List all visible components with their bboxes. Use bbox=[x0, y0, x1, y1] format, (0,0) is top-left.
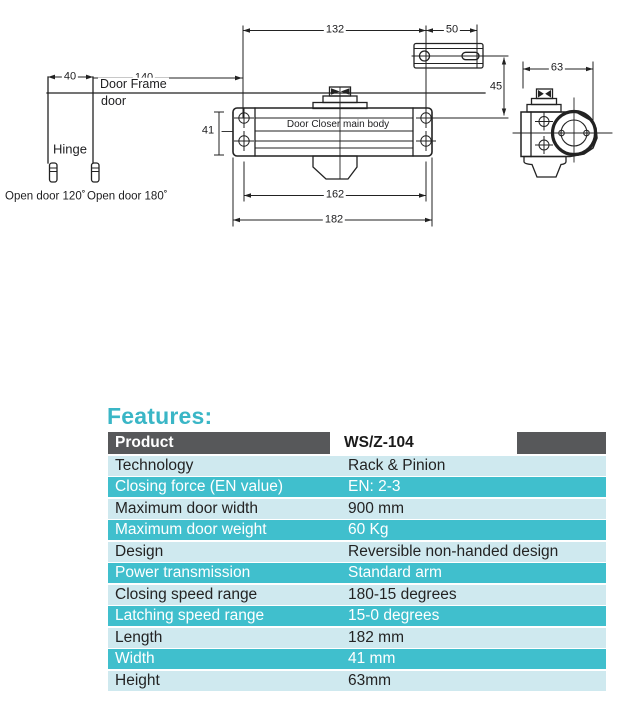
table-row: Height 63mm bbox=[108, 670, 606, 691]
diagram-linework bbox=[46, 24, 613, 227]
row-label: Latching speed range bbox=[115, 607, 265, 624]
dim-162-label: 162 bbox=[323, 188, 347, 201]
row-value: 60 Kg bbox=[348, 521, 389, 538]
door-closer-diagram: 132 50 40 140 41 162 182 45 63 Door Fram… bbox=[0, 0, 618, 300]
row-label: Closing force (EN value) bbox=[115, 478, 283, 495]
table-row: Maximum door width 900 mm bbox=[108, 498, 606, 519]
row-label: Maximum door weight bbox=[115, 521, 267, 538]
row-label: Closing speed range bbox=[115, 585, 258, 603]
dim-41-label: 41 bbox=[201, 124, 215, 137]
row-label: Maximum door width bbox=[115, 499, 258, 517]
row-label: Design bbox=[115, 542, 164, 560]
row-value: 63mm bbox=[348, 671, 392, 689]
door-label: door bbox=[101, 93, 127, 108]
table-row: Width 41 mm bbox=[108, 649, 606, 669]
table-header-row: Product WS/Z-104 bbox=[108, 432, 606, 454]
top-dimensions bbox=[242, 24, 478, 118]
table-row: Latching speed range 15-0 degrees bbox=[108, 606, 606, 626]
row-label: Width bbox=[115, 650, 155, 667]
main-body-label: Door Closer main body bbox=[286, 118, 390, 130]
height-dimension bbox=[214, 111, 234, 156]
dim-132-label: 132 bbox=[323, 23, 347, 36]
hinge-label: Hinge bbox=[53, 141, 87, 157]
dim-50-label: 50 bbox=[443, 23, 461, 36]
valve-icon bbox=[312, 155, 358, 180]
front-view bbox=[232, 86, 436, 180]
row-value: Rack & Pinion bbox=[348, 456, 446, 474]
row-value: 41 mm bbox=[348, 650, 396, 667]
mount-hole-icon bbox=[234, 108, 436, 151]
header-filler bbox=[517, 432, 606, 454]
table-row: Design Reversible non-handed design bbox=[108, 541, 606, 562]
row-label: Length bbox=[115, 628, 163, 646]
spec-table: Product WS/Z-104 Technology Rack & Pinio… bbox=[108, 432, 606, 691]
row-value: EN: 2-3 bbox=[348, 478, 401, 495]
pinion-shaft-icon bbox=[312, 86, 368, 110]
row-value: 182 mm bbox=[348, 628, 404, 646]
open-door-120-label: Open door 120˚ bbox=[5, 190, 86, 203]
hinge-icon bbox=[48, 162, 58, 183]
row-value: Reversible non-handed design bbox=[348, 542, 559, 560]
table-row: Closing force (EN value) EN: 2-3 bbox=[108, 477, 606, 497]
length-dimension bbox=[232, 157, 433, 227]
row-value: Standard arm bbox=[348, 564, 442, 581]
dim-45-label: 45 bbox=[489, 80, 503, 93]
dim-182-label: 182 bbox=[322, 213, 346, 226]
mount-hole-icon bbox=[535, 112, 553, 154]
pinion-shaft-icon bbox=[526, 88, 562, 113]
row-label: Height bbox=[115, 671, 160, 689]
side-view bbox=[512, 61, 613, 178]
open-door-180-label: Open door 180˚ bbox=[87, 190, 168, 203]
table-row: Maximum door weight 60 Kg bbox=[108, 520, 606, 540]
hinge-icon bbox=[90, 162, 100, 183]
table-row: Power transmission Standard arm bbox=[108, 563, 606, 583]
product-header-cell: Product bbox=[115, 434, 174, 451]
product-value-cell: WS/Z-104 bbox=[330, 432, 517, 454]
row-value: 180-15 degrees bbox=[348, 585, 457, 603]
table-body: Technology Rack & Pinion Closing force (… bbox=[108, 455, 606, 691]
row-label: Power transmission bbox=[115, 564, 251, 581]
dim-63-label: 63 bbox=[548, 61, 566, 74]
table-row: Closing speed range 180-15 degrees bbox=[108, 584, 606, 605]
table-row: Technology Rack & Pinion bbox=[108, 455, 606, 476]
table-row: Length 182 mm bbox=[108, 627, 606, 648]
arm-bracket bbox=[411, 42, 509, 69]
row-value: 15-0 degrees bbox=[348, 607, 440, 624]
row-label: Technology bbox=[115, 456, 194, 474]
valve-icon bbox=[523, 155, 567, 178]
row-value: 900 mm bbox=[348, 499, 404, 517]
drop-dimension bbox=[435, 57, 509, 119]
dim-40-label: 40 bbox=[61, 70, 79, 83]
features-heading: Features: bbox=[107, 403, 213, 429]
door-frame-label: Door Frame bbox=[98, 76, 169, 91]
